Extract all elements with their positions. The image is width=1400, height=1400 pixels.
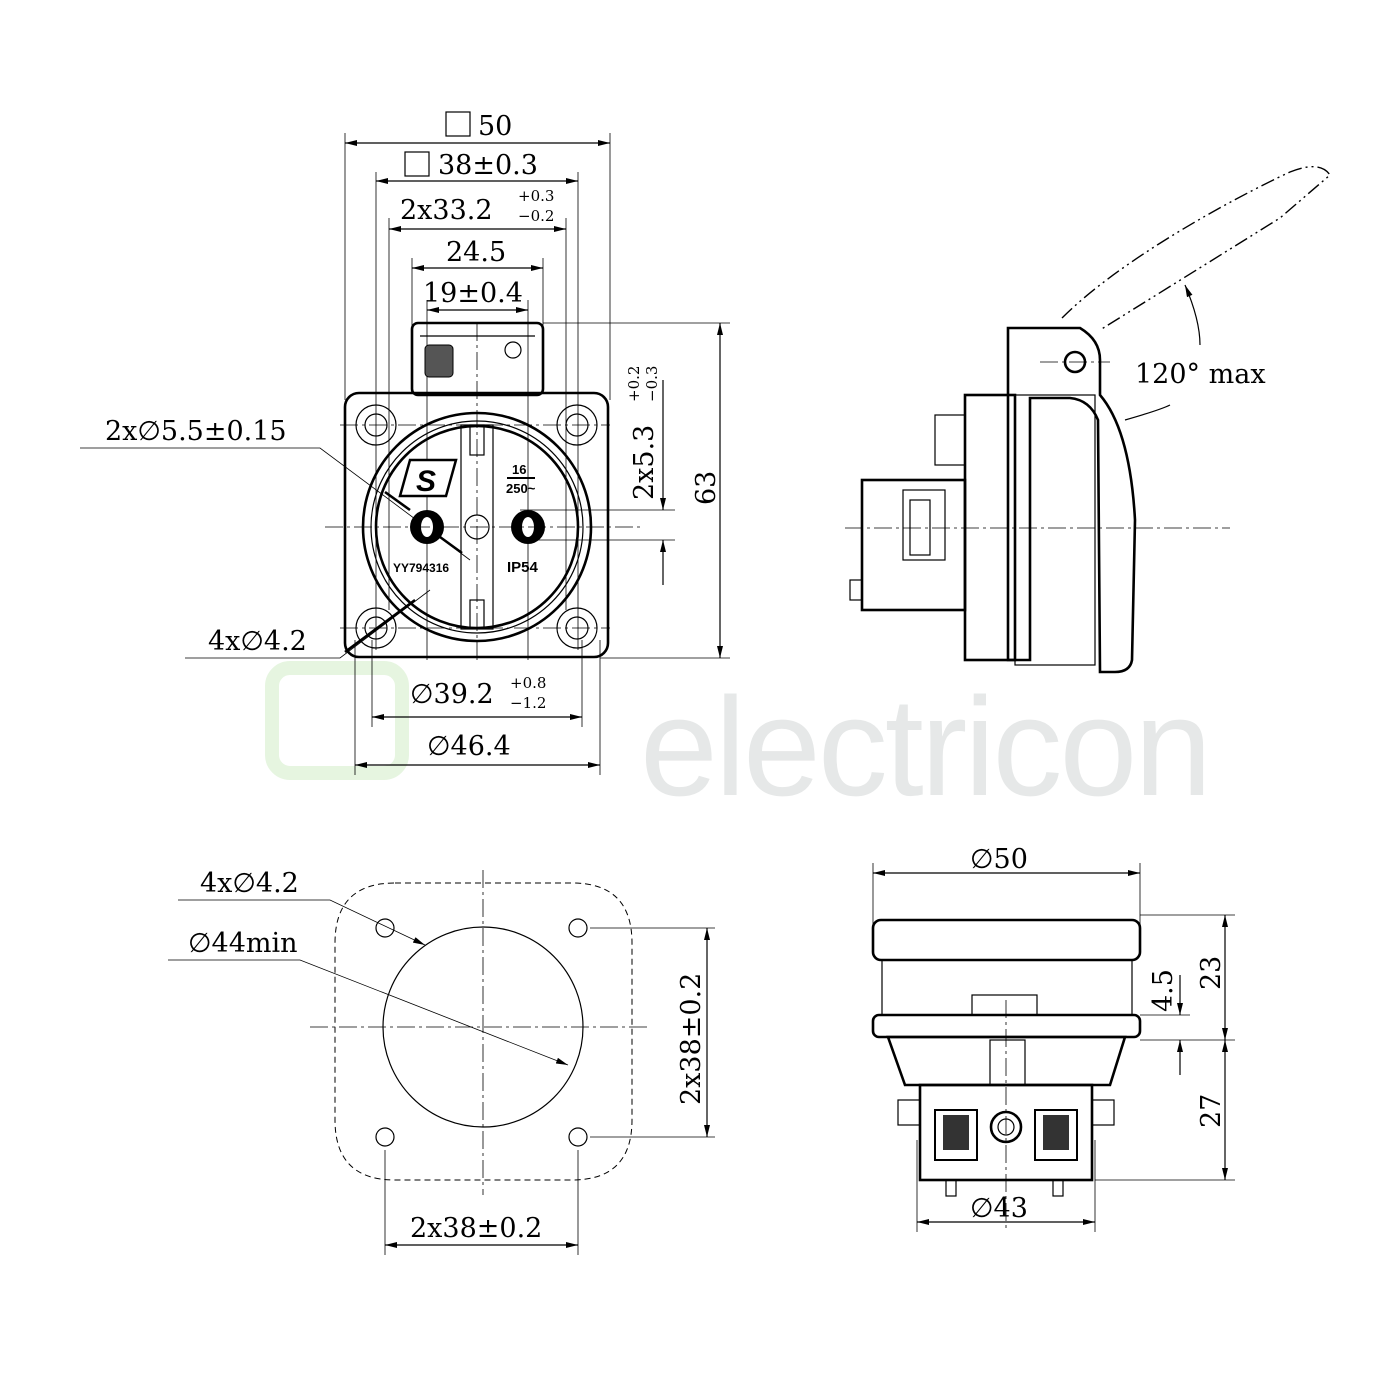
bottom-view: ∅50 ∅43 23 4.5 27: [871, 844, 1235, 1232]
lid-open-outline: [1061, 166, 1331, 331]
cutout-dim-min: ∅44min: [188, 928, 298, 959]
s-mark-text: S: [416, 465, 436, 498]
front-view: 50 38±0.3 2x33.2 +0.3 −0.2 24.5 19±0.4 6…: [80, 111, 730, 775]
ip-marking: IP54: [507, 559, 539, 576]
dim-flange: 4.5: [1148, 969, 1179, 1012]
dim-outer-ring: ∅46.4: [427, 731, 511, 762]
dim-slot: 2x33.2: [400, 195, 493, 226]
cutout-dim-horizontal: 2x38±0.2: [410, 1213, 542, 1244]
dim-pin-offset-tol-plus: +0.2: [625, 366, 643, 402]
dim-ring: ∅39.2: [410, 679, 494, 710]
dim-body: ∅43: [970, 1193, 1028, 1224]
dim-square-inner: 38±0.3: [438, 150, 538, 181]
dim-cap: ∅50: [970, 844, 1028, 875]
lid: [410, 321, 545, 397]
mount-holes: [355, 404, 598, 649]
dim-pin-hole: 2x∅5.5±0.15: [105, 416, 287, 447]
dim-pin-offset-tol-minus: −0.3: [643, 366, 661, 402]
model-marking: YY794316: [393, 561, 449, 575]
cutout-dim-vertical: 2x38±0.2: [676, 973, 707, 1105]
side-view: 120° max: [845, 166, 1331, 674]
panel-cutout-view: 2x38±0.2 2x38±0.2 4x∅4.2 ∅44min: [168, 868, 715, 1255]
rating-bottom: 250~: [506, 481, 536, 496]
cutout-dim-holes: 4x∅4.2: [200, 868, 299, 899]
dim-square-outer: 50: [478, 111, 512, 142]
dim-height: 63: [691, 471, 722, 505]
dim-upper: 23: [1196, 956, 1227, 990]
watermark-logo-icon: [265, 661, 409, 780]
dim-lid-inner: 19±0.4: [423, 278, 523, 309]
rating-top: 16: [512, 462, 526, 477]
watermark-text: electricon: [640, 668, 1209, 825]
mounting-plate: [343, 391, 610, 659]
s-mark-logo: S: [398, 458, 458, 498]
watermark: electricon: [265, 661, 1212, 825]
dim-slot-tol-plus: +0.3: [518, 187, 554, 205]
dim-slot-tol-minus: −0.2: [518, 207, 554, 225]
dim-mount-hole: 4x∅4.2: [208, 626, 307, 657]
dim-lid-width: 24.5: [446, 237, 506, 268]
dim-lower: 27: [1196, 1094, 1227, 1128]
side-lid-body: [1006, 326, 1137, 674]
dim-pin-offset: 2x5.3: [629, 425, 660, 500]
dim-angle: 120° max: [1135, 359, 1266, 390]
dim-ring-tol-plus: +0.8: [510, 674, 546, 692]
dim-ring-tol-minus: −1.2: [510, 694, 546, 712]
spring-icon: [424, 344, 454, 378]
